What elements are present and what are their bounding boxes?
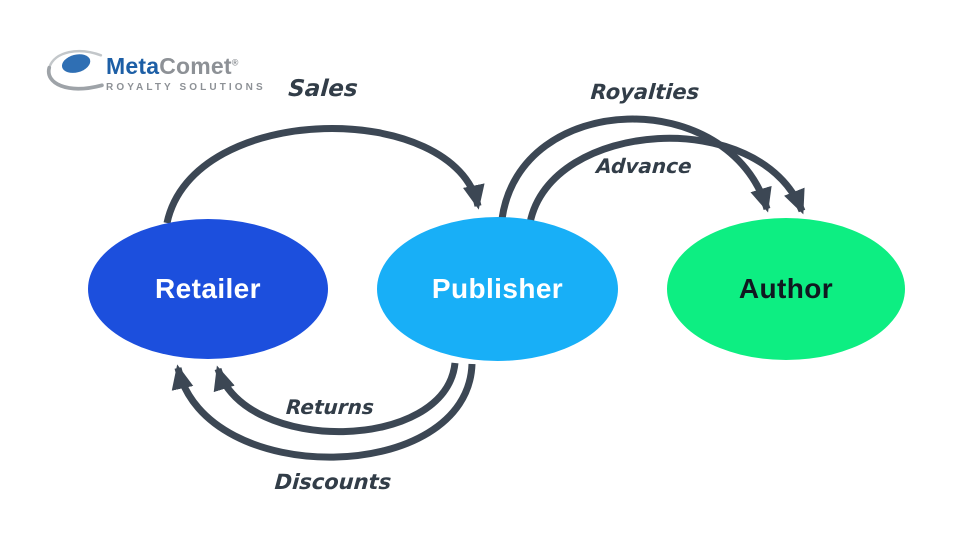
node-author: Author [667, 218, 905, 360]
registered-trademark-icon: ® [231, 57, 239, 68]
brand-part-comet: Comet [159, 53, 232, 79]
sales-label: Sales [287, 76, 359, 102]
logo-text: MetaComet® ROYALTY SOLUTIONS [106, 53, 266, 94]
royalties-label: Royalties [589, 80, 701, 104]
node-publisher: Publisher [377, 217, 618, 361]
brand-part-meta: Meta [106, 53, 160, 79]
advance-label: Advance [595, 154, 693, 178]
sales-arrow [163, 125, 485, 224]
node-publisher-label: Publisher [431, 273, 564, 304]
node-retailer-label: Retailer [155, 273, 261, 304]
logo-tagline: ROYALTY SOLUTIONS [106, 82, 266, 94]
returns-label: Returns [285, 395, 375, 419]
metacomet-logo: MetaComet® ROYALTY SOLUTIONS [42, 46, 266, 108]
comet-icon [46, 49, 104, 91]
advance-arrow [526, 134, 806, 224]
node-author-label: Author [738, 273, 834, 304]
node-retailer: Retailer [88, 219, 328, 359]
brand-name: MetaComet® [106, 53, 266, 79]
discounts-label: Discounts [273, 470, 393, 494]
